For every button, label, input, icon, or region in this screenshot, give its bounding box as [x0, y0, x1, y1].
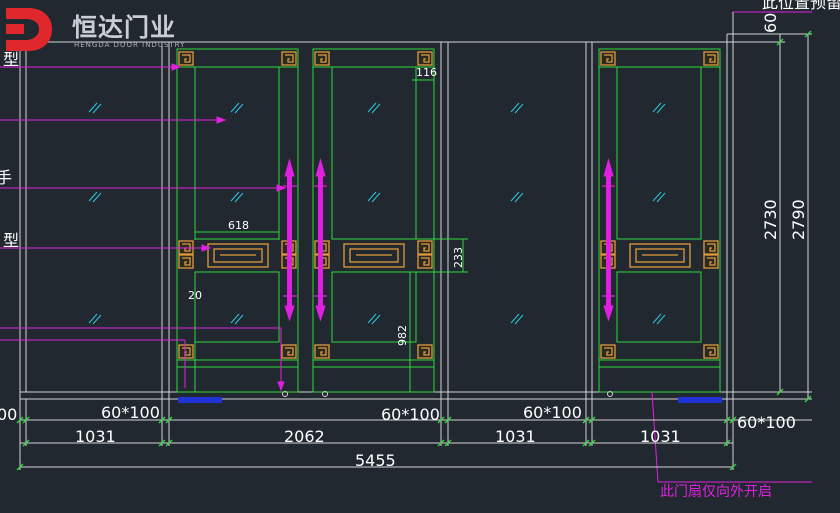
glass-hatch-mark	[88, 313, 102, 325]
floor-hardware	[178, 391, 722, 403]
door-leaf-2	[312, 48, 435, 393]
corner-ornament	[178, 254, 194, 269]
glass-hatch-mark	[88, 102, 102, 114]
glass-hatch-mark	[230, 313, 244, 325]
corner-ornament	[178, 51, 194, 66]
door-handle-2	[314, 158, 327, 322]
annotation-top-right: 此位置预留	[762, 0, 840, 12]
glass-hatch-mark	[230, 191, 244, 203]
label-top-gap: 60	[761, 13, 780, 33]
glass-hatch-mark	[88, 191, 102, 203]
label-post-3: 60*100	[523, 403, 582, 422]
glass-hatch-mark	[510, 102, 524, 114]
corner-ornament-group	[178, 51, 719, 359]
glass-hatch-mark	[510, 191, 524, 203]
corner-ornament	[281, 344, 297, 359]
ornament-rails	[195, 238, 701, 273]
label-ornament-height: 233	[452, 247, 465, 268]
door-handle-1	[283, 158, 297, 322]
outer-frame	[19, 33, 812, 400]
brand-logo-mark	[6, 8, 52, 51]
corner-ornament	[417, 254, 433, 269]
label-seg-3: 1031	[495, 427, 536, 446]
label-total-height: 2790	[789, 199, 808, 240]
label-handle-height: 982	[396, 325, 409, 346]
corner-ornament	[314, 344, 330, 359]
label-ornament-gap: 20	[188, 289, 202, 302]
label-seg-4: 1031	[640, 427, 681, 446]
ornament-band-3	[629, 243, 691, 268]
ornament-band-2	[343, 243, 405, 268]
ornament-band-1	[207, 243, 269, 268]
small-labels: 618 116 20 233 982	[188, 66, 465, 346]
dimension-lines	[19, 12, 812, 470]
corner-ornament	[281, 51, 297, 66]
corner-ornament	[417, 344, 433, 359]
label-handle-offset: 116	[416, 66, 437, 79]
corner-ornament	[178, 344, 194, 359]
glass-hatch-mark	[367, 191, 381, 203]
glass-hatch-mark	[230, 102, 244, 114]
door-handle-3	[602, 158, 615, 322]
corner-ornament	[314, 51, 330, 66]
label-seg-1: 1031	[75, 427, 116, 446]
glass-hatch-mark	[652, 191, 666, 203]
annotation-left-3: 型	[3, 231, 19, 250]
corner-ornament	[703, 254, 719, 269]
brand-name-en: HENGDA DOOR INDUSTRY	[74, 41, 186, 49]
corner-ornament	[703, 344, 719, 359]
label-post-left-partial: 00	[0, 405, 17, 424]
label-panel-height: 2730	[761, 199, 780, 240]
leader-lines	[0, 11, 812, 483]
annotation-bottom-note: 此门扇仅向外开启	[660, 484, 772, 500]
glass-hatch-mark	[510, 313, 524, 325]
label-inner-width: 618	[228, 219, 249, 232]
door-leaf-3	[598, 48, 721, 393]
brand-name-cn: 恒达门业	[72, 13, 177, 42]
corner-ornament	[600, 344, 616, 359]
label-post-2: 60*100	[381, 405, 440, 424]
text-annotations: 型 手 型 此位置预留 此门扇仅向外开启	[0, 0, 840, 500]
glass-hatch-mark	[367, 102, 381, 114]
glass-hatch-mark	[652, 313, 666, 325]
glass-hatch-group	[88, 102, 666, 325]
inner-dimensions	[194, 70, 468, 392]
corner-ornament	[703, 51, 719, 66]
corner-ornament	[417, 51, 433, 66]
annotation-left-2: 手	[0, 168, 12, 187]
corner-ornament	[417, 240, 433, 255]
label-post-4: 60*100	[737, 413, 796, 432]
dimension-ticks	[16, 30, 812, 471]
label-total: 5455	[355, 451, 396, 470]
glass-hatch-mark	[652, 102, 666, 114]
annotation-left-1: 型	[3, 50, 19, 69]
label-post-1: 60*100	[101, 403, 160, 422]
corner-ornament	[703, 240, 719, 255]
dimension-labels: 00 60*100 60*100 60*100 60*100 1031 2062…	[0, 13, 808, 470]
corner-ornament	[600, 51, 616, 66]
label-seg-2: 2062	[284, 427, 325, 446]
glass-hatch-mark	[367, 313, 381, 325]
